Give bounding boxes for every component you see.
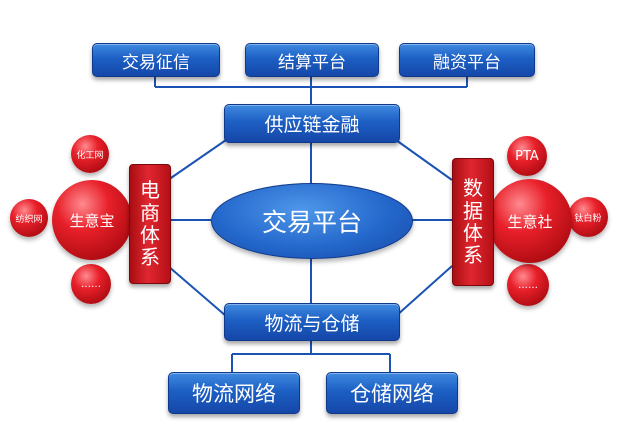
bar-char: 体 [140, 223, 160, 247]
bar-data-system: 数 据 体 系 [452, 158, 494, 286]
ball-textile-network: 纺织网 [10, 199, 48, 237]
bar-ecommerce-system: 电 商 体 系 [129, 164, 171, 284]
ball-left-more: …… [71, 264, 111, 304]
box-supply-chain-finance: 供应链金融 [224, 104, 400, 143]
bar-char: 商 [140, 200, 160, 225]
ball-chemical-network: 化工网 [71, 135, 109, 173]
box-logistics-network: 物流网络 [168, 372, 300, 414]
center-trade-platform: 交易平台 [211, 183, 413, 259]
box-settlement-platform: 结算平台 [245, 43, 379, 77]
ball-hub-shengyishe: 生意社 [488, 179, 572, 263]
connector-octagon-upper-right [395, 139, 453, 181]
connector-octagon-upper-left [167, 139, 227, 181]
ball-right-more: …… [507, 264, 549, 306]
box-financing-platform: 融资平台 [399, 43, 535, 77]
bar-char: 系 [463, 243, 483, 268]
ball-hub-shengyibao: 生意宝 [52, 180, 132, 260]
box-storage-network: 仓储网络 [326, 372, 458, 414]
box-trade-credit: 交易征信 [92, 43, 220, 77]
bar-char: 体 [463, 221, 483, 245]
bar-char: 据 [463, 198, 483, 223]
connector-octagon-lower-right [395, 265, 453, 317]
connector-octagon-lower-left [167, 265, 227, 317]
bar-char: 电 [140, 178, 160, 203]
bar-char: 系 [140, 245, 160, 270]
box-logistics-storage: 物流与仓储 [224, 303, 400, 341]
ball-pta: PTA [507, 136, 547, 176]
bar-char: 数 [463, 176, 483, 201]
ball-titanium-dioxide: 钛白粉 [568, 197, 608, 237]
